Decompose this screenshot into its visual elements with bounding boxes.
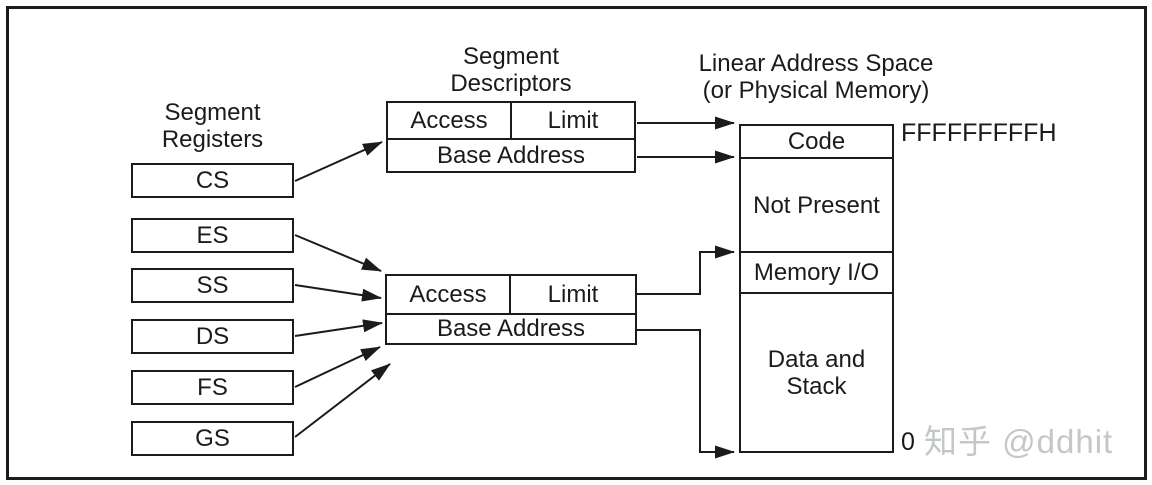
linear-address-space-title-line2: (or Physical Memory) — [702, 77, 930, 104]
descriptor2-limit-cell: Limit — [547, 280, 599, 308]
segment-descriptors-title-line2: Descriptors — [450, 70, 572, 97]
descriptor2-base-address-cell: Base Address — [436, 315, 586, 342]
arrow-ss-to-descriptor2 — [294, 284, 382, 302]
segment-descriptor-table-1: Access Limit Base Address — [386, 101, 636, 173]
segment-registers-title-line2: Registers — [161, 126, 264, 153]
linear-address-space-title-line1: Linear Address Space — [698, 50, 934, 77]
register-label-ds: DS — [195, 322, 230, 350]
segment-registers-title: Segment Registers — [131, 99, 294, 153]
segment-descriptors-title-line1: Segment — [462, 43, 560, 70]
segment-registers-title-line1: Segment — [164, 99, 261, 126]
register-label-gs: GS — [195, 424, 230, 452]
memory-section-code: Code — [741, 126, 892, 159]
register-box-fs: FS — [131, 370, 294, 405]
memory-section-not-present: Not Present — [741, 159, 892, 253]
arrow-cs-to-descriptor1 — [294, 141, 383, 182]
descriptor1-row-access-limit: Access Limit — [388, 103, 634, 140]
arrow-ds-to-descriptor2 — [294, 319, 383, 337]
register-box-es: ES — [131, 218, 294, 253]
arrow-es-to-descriptor2 — [294, 234, 382, 272]
register-label-fs: FS — [197, 373, 228, 401]
linear-address-space-title: Linear Address Space (or Physical Memory… — [686, 50, 946, 104]
register-box-ds: DS — [131, 319, 294, 354]
descriptor1-access-cell: Access — [388, 103, 512, 138]
segment-descriptors-title: Segment Descriptors — [386, 43, 636, 97]
descriptor2-access-cell: Access — [387, 276, 511, 313]
descriptor1-limit-cell: Limit — [547, 106, 599, 134]
register-label-cs: CS — [195, 166, 230, 194]
register-label-ss: SS — [196, 271, 229, 299]
memory-section-memory-io: Memory I/O — [741, 253, 892, 294]
register-box-cs: CS — [131, 163, 294, 198]
arrow-base2-to-memory-bottom — [637, 329, 735, 459]
arrow-limit2-to-memory-io — [637, 245, 735, 295]
segment-descriptor-table-2: Access Limit Base Address — [385, 274, 637, 345]
memory-map: Code Not Present Memory I/O Data and Sta… — [739, 124, 894, 453]
memory-bottom-address: 0 — [901, 428, 915, 456]
watermark-text: 知乎 @ddhit — [924, 423, 1114, 460]
arrow-gs-to-descriptor2 — [294, 363, 391, 438]
memory-top-address: FFFFFFFFFH — [901, 119, 1057, 147]
diagram-border — [6, 6, 1147, 480]
register-label-es: ES — [196, 221, 229, 249]
register-box-gs: GS — [131, 421, 294, 456]
arrow-fs-to-descriptor2 — [294, 346, 381, 388]
descriptor2-row-access-limit: Access Limit — [387, 276, 635, 315]
descriptor1-base-address-cell: Base Address — [436, 141, 586, 169]
register-box-ss: SS — [131, 268, 294, 303]
memory-section-data-and-stack: Data and Stack — [767, 345, 866, 400]
